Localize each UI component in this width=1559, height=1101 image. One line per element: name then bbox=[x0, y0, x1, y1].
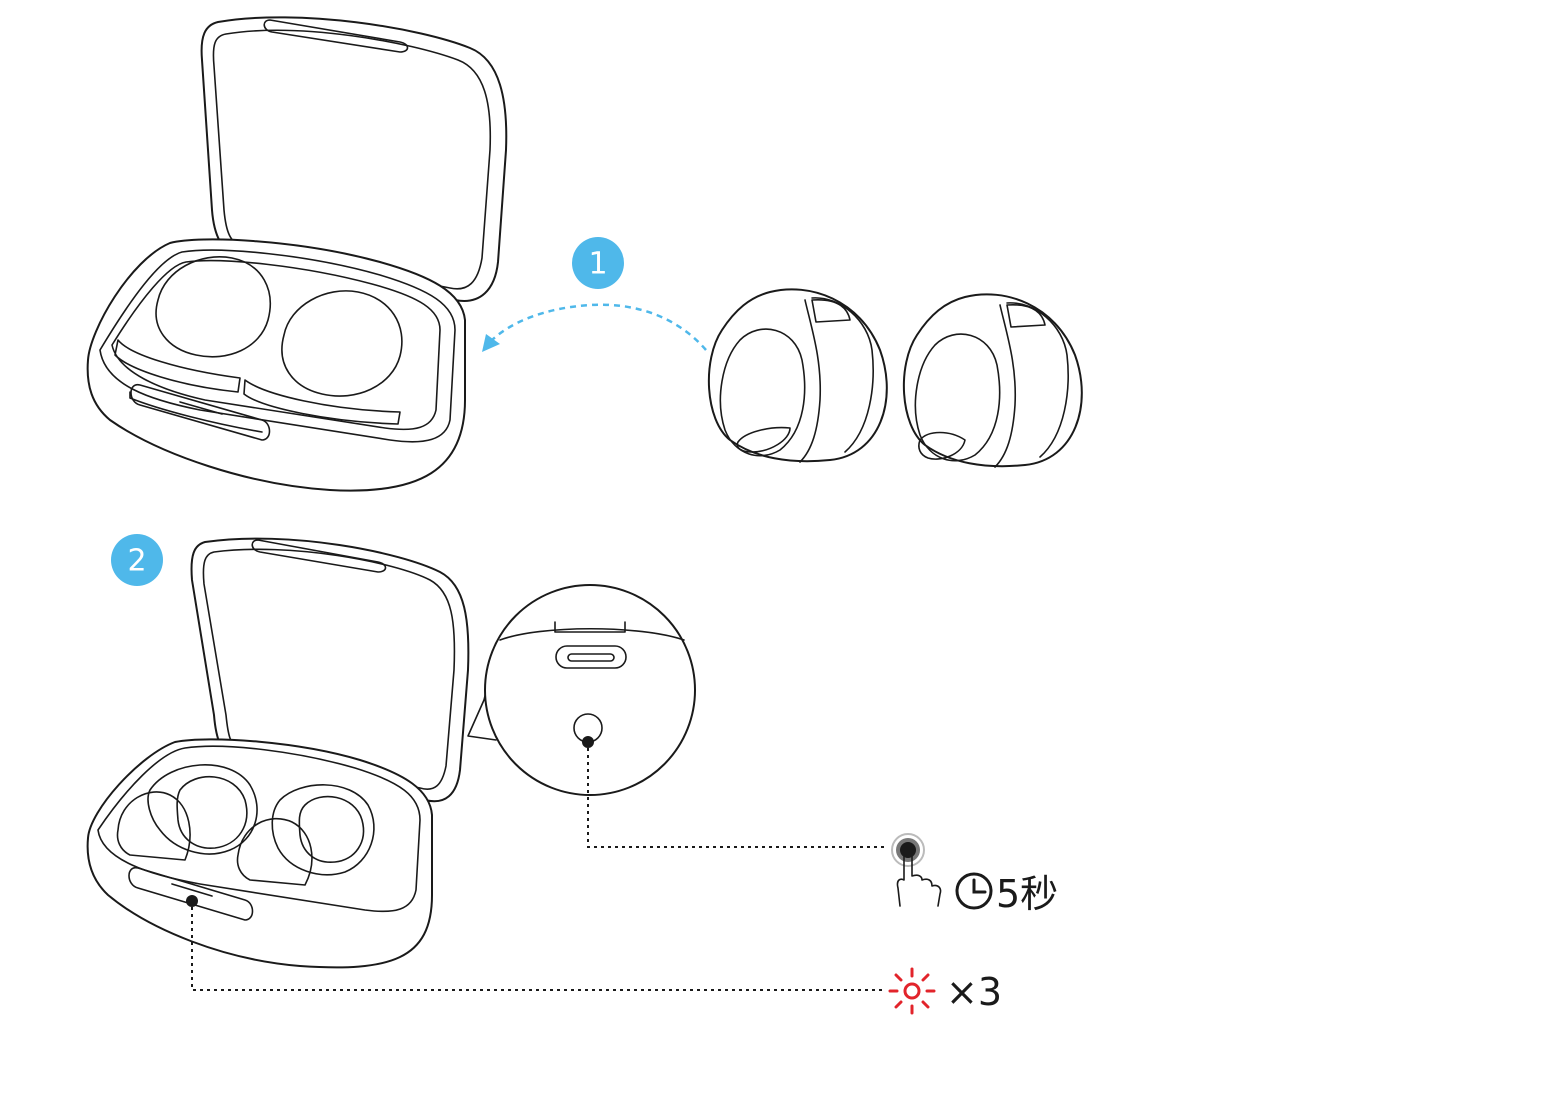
earbud-left bbox=[707, 288, 888, 463]
step-number-1: 1 bbox=[588, 247, 607, 282]
step-badge-2: 2 bbox=[111, 534, 163, 586]
earbud-right bbox=[902, 293, 1083, 468]
insert-arrow bbox=[482, 303, 707, 352]
step-number-2: 2 bbox=[127, 544, 146, 579]
step1-charging-case bbox=[86, 16, 508, 492]
clock-icon bbox=[955, 872, 993, 910]
hold-duration-label: 5秒 bbox=[996, 872, 1058, 916]
step2-charging-case bbox=[86, 537, 470, 969]
finger-press-icon bbox=[891, 833, 942, 907]
blink-count-label: ×3 bbox=[946, 970, 1002, 1014]
step-badge-1: 1 bbox=[572, 237, 624, 289]
blinking-light-icon bbox=[888, 967, 936, 1015]
zoom-detail-circle bbox=[467, 584, 696, 796]
reset-leader-line bbox=[582, 736, 888, 848]
led-leader-line bbox=[186, 895, 884, 991]
